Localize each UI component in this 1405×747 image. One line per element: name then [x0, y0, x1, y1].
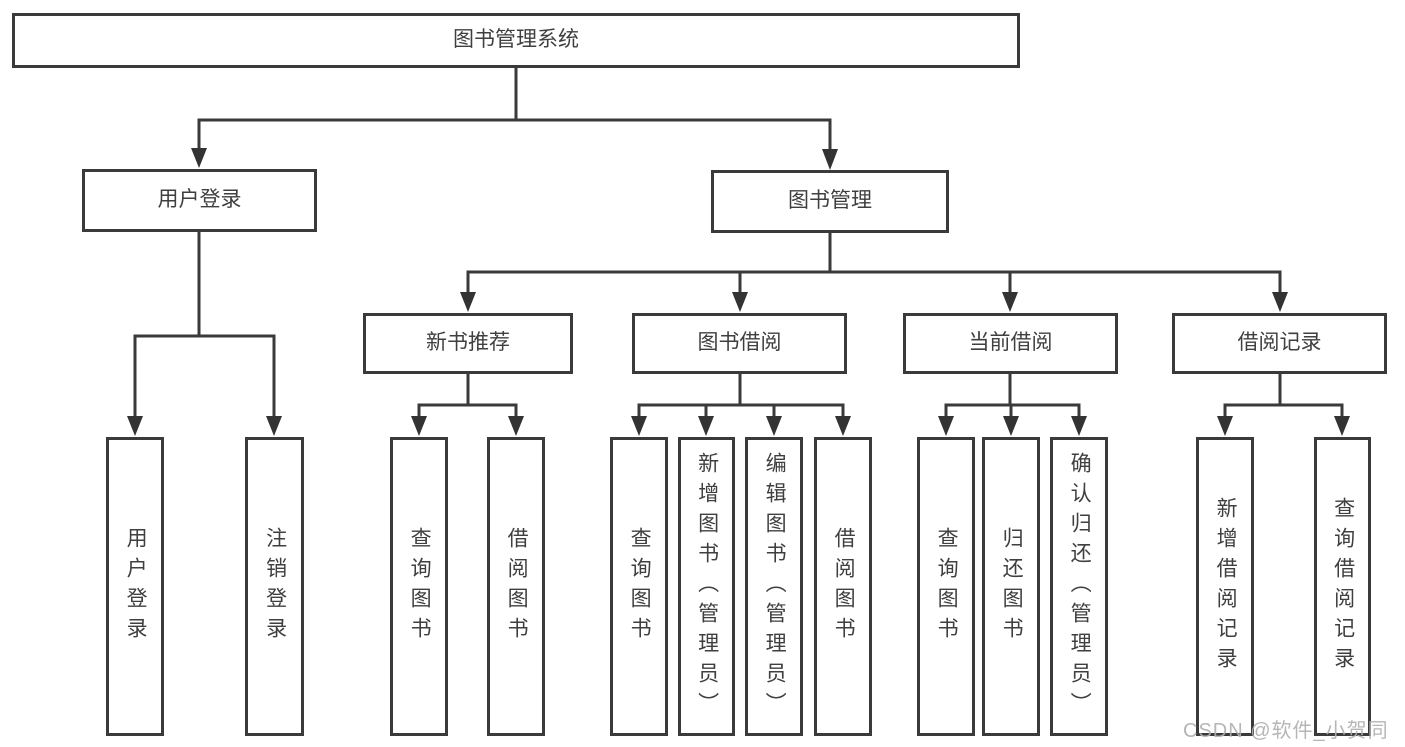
leaf-query-books-current: 查询图书	[917, 437, 975, 736]
leaf-return-book: 归还图书	[982, 437, 1040, 736]
leaf-add-borrow-record: 新增借阅记录	[1196, 437, 1254, 736]
arrowhead	[822, 149, 838, 170]
arrowhead	[266, 416, 282, 436]
arrowhead	[732, 292, 748, 312]
leaf-add-book-admin: 新增图书（管理员）	[678, 437, 735, 736]
arrowhead	[1272, 292, 1288, 312]
arrowhead	[411, 416, 427, 436]
leaf-edit-book-admin: 编辑图书（管理员）	[745, 437, 803, 736]
arrowhead	[1071, 416, 1087, 436]
arrowhead	[1217, 416, 1233, 436]
connector-root-to-level2	[191, 66, 838, 170]
node-book-borrow: 图书借阅	[632, 313, 847, 374]
node-root-system: 图书管理系统	[12, 13, 1020, 68]
connector-user-login-group	[127, 230, 282, 436]
arrowhead	[835, 416, 851, 436]
arrowhead	[631, 416, 647, 436]
leaf-logout: 注销登录	[245, 437, 304, 736]
node-user-login: 用户登录	[82, 169, 317, 232]
connector-new-book-group	[411, 372, 524, 436]
arrowhead	[460, 292, 476, 312]
arrowhead	[127, 416, 143, 436]
connector-book-management-group	[460, 231, 1288, 312]
leaf-confirm-return-admin: 确认归还（管理员）	[1050, 437, 1108, 736]
connector-book-borrow-group	[631, 372, 851, 436]
leaf-query-books-borrow: 查询图书	[610, 437, 668, 736]
leaf-query-borrow-record: 查询借阅记录	[1314, 437, 1371, 736]
node-borrow-records: 借阅记录	[1172, 313, 1387, 374]
arrowhead	[1002, 292, 1018, 312]
connector-borrow-record-group	[1217, 372, 1350, 436]
arrowhead	[191, 148, 207, 168]
leaf-borrow-books-recommend: 借阅图书	[487, 437, 545, 736]
leaf-query-books-recommend: 查询图书	[390, 437, 448, 736]
arrowhead	[508, 416, 524, 436]
node-current-borrow: 当前借阅	[903, 313, 1118, 374]
arrowhead	[698, 416, 714, 436]
arrowhead	[766, 416, 782, 436]
arrowhead	[938, 416, 954, 436]
node-new-book-recommend: 新书推荐	[363, 313, 573, 374]
leaf-borrow-books: 借阅图书	[814, 437, 872, 736]
node-book-management: 图书管理	[711, 170, 949, 233]
connector-current-borrow-group	[938, 372, 1087, 436]
leaf-user-login: 用户登录	[106, 437, 164, 736]
arrowhead	[1334, 416, 1350, 436]
arrowhead	[1003, 416, 1019, 436]
csdn-watermark: CSDN @软件_小贺同学	[1183, 720, 1389, 742]
